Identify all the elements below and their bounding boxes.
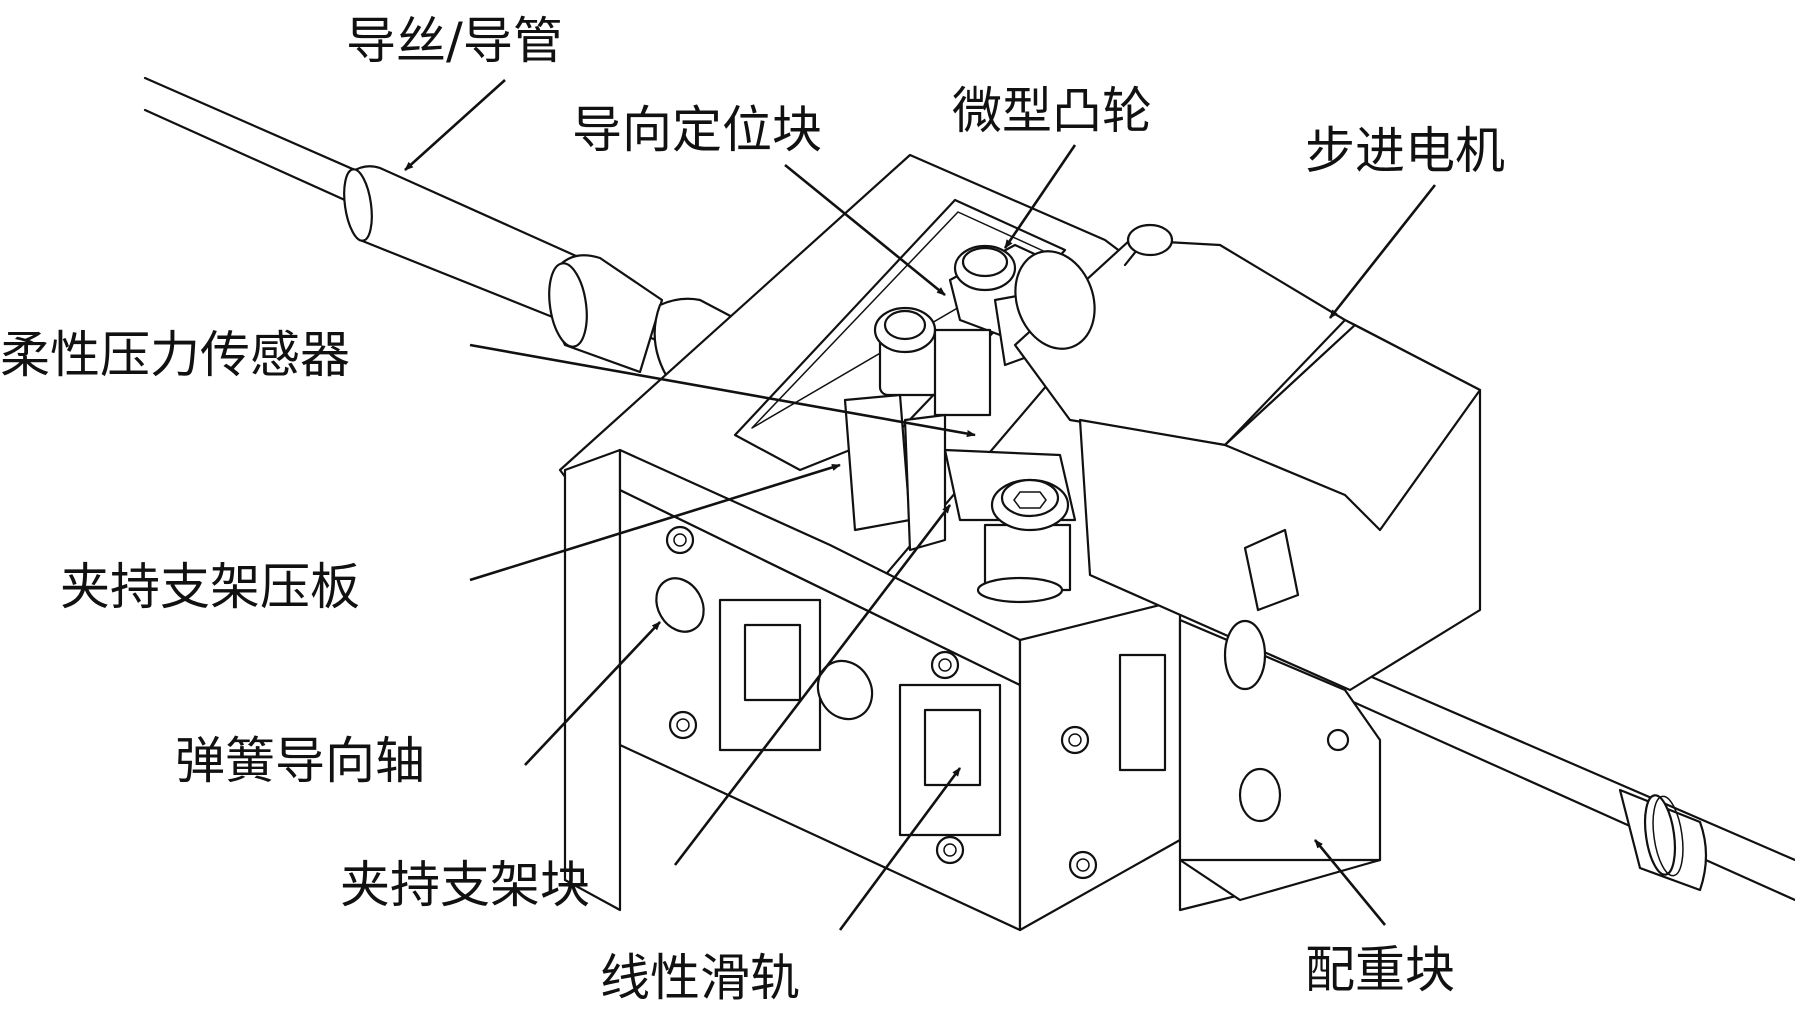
leader-stepper-motor (1328, 184, 1437, 319)
leader-micro-cam (1003, 144, 1077, 249)
label-spring-shaft: 弹簧导向轴 (175, 732, 425, 790)
label-pressure-sensor: 柔性压力传感器 (0, 326, 350, 384)
leader-counterweight (1313, 839, 1387, 926)
label-linear-rail: 线性滑轨 (600, 949, 800, 1007)
leader-linear-rail (838, 767, 962, 931)
label-guidewire: 导丝/导管 (346, 12, 563, 70)
label-clamp-plate: 夹持支架压板 (60, 558, 360, 616)
label-stepper-motor: 步进电机 (1305, 122, 1505, 180)
screws (665, 525, 1098, 880)
stepper-motor-body (1013, 223, 1482, 692)
leader-guidewire (404, 79, 506, 171)
label-counterweight: 配重块 (1305, 941, 1455, 999)
leader-lines (404, 79, 1437, 931)
leader-clamp-block (673, 504, 952, 866)
leader-clamp-plate (469, 463, 841, 582)
counterweight-block (1178, 618, 1382, 912)
leader-guide-block (784, 163, 946, 297)
label-clamp-block: 夹持支架块 (340, 856, 590, 914)
socket-screw (976, 478, 1072, 604)
labels: 导丝/导管 导向定位块 微型凸轮 步进电机 柔性压力传感器 夹持支架压板 弹簧导… (0, 12, 1505, 1007)
label-guide-block: 导向定位块 (572, 101, 822, 159)
label-micro-cam: 微型凸轮 (952, 82, 1152, 140)
leader-spring-shaft (524, 621, 661, 766)
leader-pressure-sensor (469, 343, 976, 438)
spring-guide-shaft (655, 577, 874, 721)
